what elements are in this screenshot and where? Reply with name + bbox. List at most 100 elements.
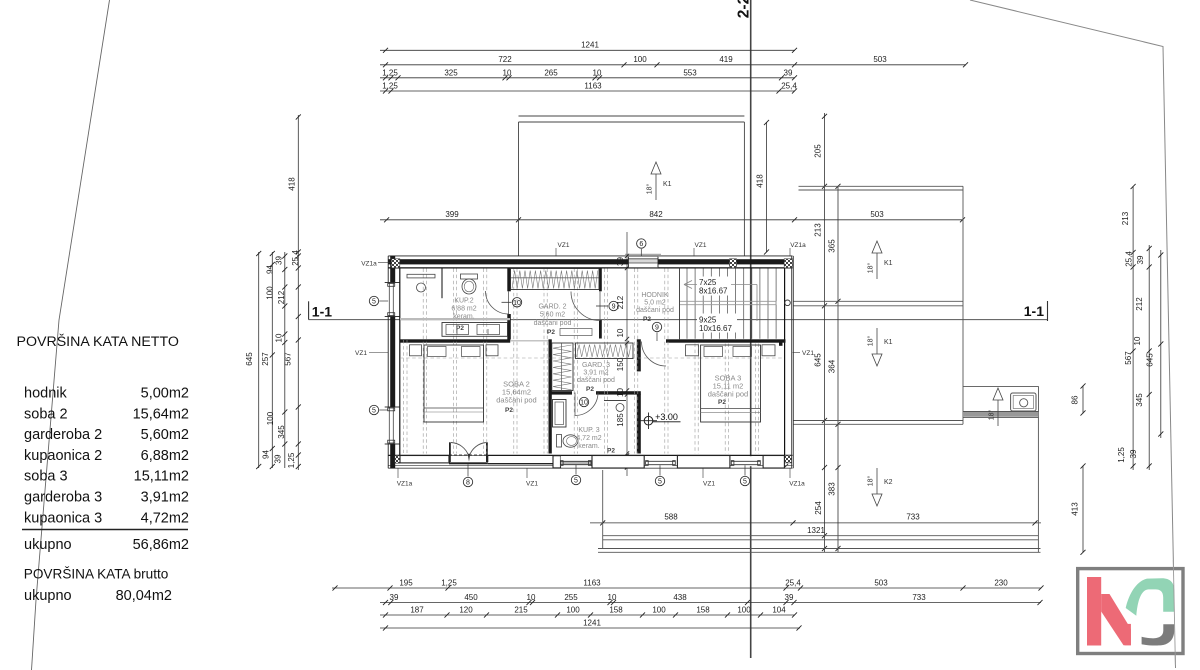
svg-text:3,91 m2: 3,91 m2 [583, 370, 608, 377]
svg-text:VZ1: VZ1 [695, 242, 707, 249]
svg-text:842: 842 [649, 210, 663, 219]
svg-text:450: 450 [464, 593, 478, 602]
svg-text:VZ1: VZ1 [526, 481, 538, 488]
svg-text:POVRŠINA KATA brutto: POVRŠINA KATA brutto [24, 566, 169, 581]
svg-text:104: 104 [772, 606, 786, 615]
svg-text:kupaonica 2: kupaonica 2 [24, 448, 102, 464]
svg-text:100: 100 [266, 411, 275, 425]
svg-text:18°: 18° [646, 184, 654, 195]
svg-text:1,25: 1,25 [382, 68, 398, 77]
svg-text:10: 10 [616, 328, 625, 337]
svg-text:K1: K1 [884, 339, 893, 346]
svg-text:garderoba 2: garderoba 2 [24, 427, 102, 443]
svg-text:daščani pod: daščani pod [496, 396, 536, 405]
svg-text:5: 5 [574, 478, 578, 485]
svg-text:5: 5 [372, 299, 376, 306]
svg-text:5,60m2: 5,60m2 [141, 427, 189, 443]
svg-text:365: 365 [828, 239, 837, 253]
svg-text:5: 5 [743, 479, 747, 486]
svg-text:733: 733 [906, 513, 920, 522]
svg-text:418: 418 [756, 174, 765, 188]
svg-text:1,25: 1,25 [382, 82, 398, 91]
svg-text:kupaonica 3: kupaonica 3 [24, 510, 102, 526]
svg-text:187: 187 [410, 606, 424, 615]
svg-text:1241: 1241 [583, 619, 601, 628]
svg-text:100: 100 [566, 606, 580, 615]
svg-text:399: 399 [445, 210, 459, 219]
svg-text:94: 94 [266, 265, 275, 274]
svg-text:hodnik: hodnik [24, 386, 67, 402]
svg-text:1,25: 1,25 [441, 579, 457, 588]
svg-text:10: 10 [608, 593, 617, 602]
svg-text:3,91m2: 3,91m2 [141, 490, 189, 506]
svg-text:185: 185 [616, 413, 625, 427]
svg-text:18°: 18° [867, 336, 875, 347]
svg-text:15,64m2: 15,64m2 [502, 388, 531, 397]
svg-text:9: 9 [612, 304, 616, 311]
svg-text:100: 100 [633, 55, 647, 64]
svg-text:10: 10 [593, 68, 602, 77]
svg-text:18°: 18° [988, 410, 996, 421]
svg-text:P2: P2 [505, 407, 513, 414]
svg-text:garderoba 3: garderoba 3 [24, 490, 102, 506]
svg-text:VZ1: VZ1 [558, 242, 570, 249]
svg-text:418: 418 [288, 177, 297, 191]
svg-text:7x25: 7x25 [699, 278, 717, 287]
svg-text:P2: P2 [607, 448, 615, 455]
svg-text:K1: K1 [884, 260, 893, 267]
svg-text:keram.: keram. [453, 314, 474, 321]
svg-text:2-2: 2-2 [735, 0, 752, 18]
svg-text:18°: 18° [867, 476, 875, 487]
svg-text:345: 345 [1135, 393, 1144, 407]
svg-text:4,72 m2: 4,72 m2 [576, 435, 601, 442]
svg-text:1163: 1163 [583, 579, 601, 588]
svg-text:419: 419 [719, 55, 733, 64]
svg-text:VZ1a: VZ1a [789, 481, 805, 488]
svg-text:722: 722 [498, 55, 512, 64]
svg-text:1-1: 1-1 [1024, 303, 1044, 319]
svg-text:GARD. 3: GARD. 3 [582, 362, 610, 369]
svg-text:ukupno: ukupno [24, 537, 72, 553]
svg-text:56,86m2: 56,86m2 [133, 537, 189, 553]
svg-text:10: 10 [503, 68, 512, 77]
svg-text:213: 213 [814, 223, 823, 237]
svg-text:733: 733 [912, 593, 926, 602]
svg-text:15,64m2: 15,64m2 [133, 406, 189, 422]
svg-text:SOBA 3: SOBA 3 [715, 374, 742, 383]
svg-text:100: 100 [266, 286, 275, 300]
svg-text:GARD. 2: GARD. 2 [538, 304, 566, 311]
svg-text:325: 325 [444, 68, 458, 77]
svg-text:195: 195 [399, 579, 413, 588]
svg-text:9: 9 [655, 325, 659, 332]
svg-text:257: 257 [261, 352, 270, 366]
svg-text:soba 3: soba 3 [24, 469, 68, 485]
svg-text:645: 645 [1146, 353, 1155, 367]
svg-text:5: 5 [658, 479, 662, 486]
svg-text:25,4: 25,4 [291, 250, 300, 266]
svg-text:VZ1: VZ1 [703, 481, 715, 488]
svg-text:265: 265 [544, 68, 558, 77]
svg-text:daščani pod: daščani pod [708, 390, 748, 399]
svg-text:567: 567 [284, 352, 293, 366]
svg-text:215: 215 [514, 606, 528, 615]
svg-text:keram.: keram. [578, 443, 599, 450]
svg-text:5,00m2: 5,00m2 [141, 386, 189, 402]
svg-text:212: 212 [1135, 297, 1144, 311]
svg-text:+3.00: +3.00 [655, 412, 678, 422]
svg-text:soba 2: soba 2 [24, 406, 68, 422]
svg-text:15,11 m2: 15,11 m2 [713, 382, 744, 391]
svg-text:150: 150 [616, 357, 625, 371]
svg-text:10: 10 [275, 333, 284, 342]
svg-text:SOBA 2: SOBA 2 [503, 380, 530, 389]
svg-text:205: 205 [814, 144, 823, 158]
svg-text:345: 345 [277, 425, 286, 439]
svg-text:213: 213 [1121, 211, 1130, 225]
svg-text:80,04m2: 80,04m2 [116, 588, 172, 604]
svg-text:1241: 1241 [581, 41, 599, 50]
svg-text:6: 6 [639, 241, 643, 248]
svg-text:18°: 18° [867, 263, 875, 274]
svg-text:39: 39 [785, 593, 794, 602]
svg-text:120: 120 [459, 606, 473, 615]
svg-text:100: 100 [652, 606, 666, 615]
svg-text:553: 553 [683, 68, 697, 77]
